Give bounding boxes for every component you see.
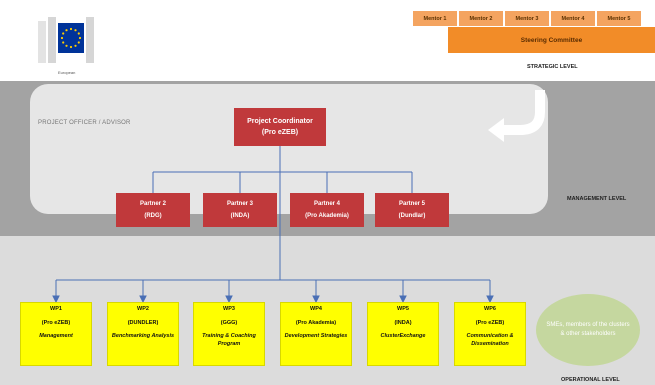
strategic-level-label: STRATEGIC LEVEL bbox=[527, 64, 578, 70]
wp-code: WP4 bbox=[310, 306, 322, 312]
eu-star-icon bbox=[74, 29, 77, 32]
eu-star-icon bbox=[74, 44, 77, 47]
wp-partner: (Pro Akademia) bbox=[295, 320, 337, 326]
mentor-box: Mentor 1 bbox=[413, 11, 457, 26]
wp-code: WP3 bbox=[223, 306, 235, 312]
wp-task: Training & Coaching Program bbox=[202, 333, 256, 347]
partner-title: Partner 2 bbox=[139, 201, 166, 207]
wp-code: WP6 bbox=[484, 306, 496, 312]
wp-code: WP2 bbox=[137, 306, 149, 312]
wp-box: WP5 (INDA) ClusterExchange bbox=[367, 302, 439, 366]
wp-code: WP1 bbox=[50, 306, 62, 312]
wp-box: WP6 (Pro eZEB) Communication & Dissemina… bbox=[454, 302, 526, 366]
curved-arrow-icon bbox=[488, 90, 545, 142]
partner-box: Partner 3 (INDA) bbox=[203, 193, 277, 227]
eu-star-icon bbox=[65, 29, 68, 32]
wp-task: Communication & Dissemination bbox=[466, 333, 514, 347]
wp-partner: (INDA) bbox=[394, 320, 412, 326]
smes-stakeholders-ellipse: SMEs, members of the clusters & other st… bbox=[536, 294, 640, 366]
partner-org: (Pro Akademia) bbox=[305, 213, 349, 219]
coordinator-org: (Pro eZEB) bbox=[261, 129, 299, 136]
wp-task: Benchmarking Analysis bbox=[111, 333, 175, 339]
partner-title: Partner 5 bbox=[398, 201, 425, 207]
management-level-label: MANAGEMENT LEVEL bbox=[567, 196, 627, 202]
operational-level-label: OPERATIONAL LEVEL bbox=[561, 377, 620, 383]
wp-box: WP3 (GGG) Training & Coaching Program bbox=[193, 302, 265, 366]
wp-partner: (Pro eZEB) bbox=[41, 320, 71, 326]
coordinator-title: Project Coordinator bbox=[247, 118, 313, 125]
eu-star-icon bbox=[69, 27, 73, 31]
steering-committee: Steering Committee bbox=[448, 27, 655, 53]
partner-org: (RDG) bbox=[144, 213, 162, 219]
project-officer-label: PROJECT OFFICER / ADVISOR bbox=[38, 120, 131, 126]
partner-box: Partner 2 (RDG) bbox=[116, 193, 190, 227]
mentor-box: Mentor 5 bbox=[597, 11, 641, 26]
project-coordinator-box: Project Coordinator (Pro eZEB) bbox=[234, 108, 326, 146]
mentor-box: Mentor 2 bbox=[459, 11, 503, 26]
wp-code: WP5 bbox=[397, 306, 409, 312]
eu-star-icon bbox=[62, 32, 65, 35]
wp-task: ClusterExchange bbox=[380, 333, 426, 339]
partner-box: Partner 5 (Dundlar) bbox=[375, 193, 449, 227]
eu-star-icon bbox=[65, 44, 68, 47]
partner-box: Partner 4 (Pro Akademia) bbox=[290, 193, 364, 227]
eu-star-icon bbox=[77, 41, 80, 44]
eu-star-icon bbox=[69, 45, 73, 49]
partner-org: (INDA) bbox=[230, 213, 250, 219]
eu-logo-caption: European bbox=[58, 70, 76, 75]
eu-star-icon bbox=[77, 32, 80, 35]
eu-logo bbox=[38, 13, 100, 73]
management-panel bbox=[30, 84, 548, 214]
partner-title: Partner 3 bbox=[226, 201, 253, 207]
wp-box: WP2 (DUNDLER) Benchmarking Analysis bbox=[107, 302, 179, 366]
eu-star-icon bbox=[62, 41, 65, 44]
partner-title: Partner 4 bbox=[313, 201, 340, 207]
wp-task: Management bbox=[39, 333, 73, 339]
mentor-box: Mentor 4 bbox=[551, 11, 595, 26]
wp-box: WP1 (Pro eZEB) Management bbox=[20, 302, 92, 366]
eu-star-icon bbox=[60, 36, 64, 40]
wp-task: Development Strategies bbox=[284, 333, 348, 339]
partner-org: (Dundlar) bbox=[398, 213, 426, 219]
wp-partner: (GGG) bbox=[220, 320, 238, 326]
wp-partner: (DUNDLER) bbox=[127, 320, 159, 326]
eu-star-icon bbox=[78, 36, 82, 40]
wp-partner: (Pro eZEB) bbox=[475, 320, 505, 326]
wp-box: WP4 (Pro Akademia) Development Strategie… bbox=[280, 302, 352, 366]
mentor-box: Mentor 3 bbox=[505, 11, 549, 26]
